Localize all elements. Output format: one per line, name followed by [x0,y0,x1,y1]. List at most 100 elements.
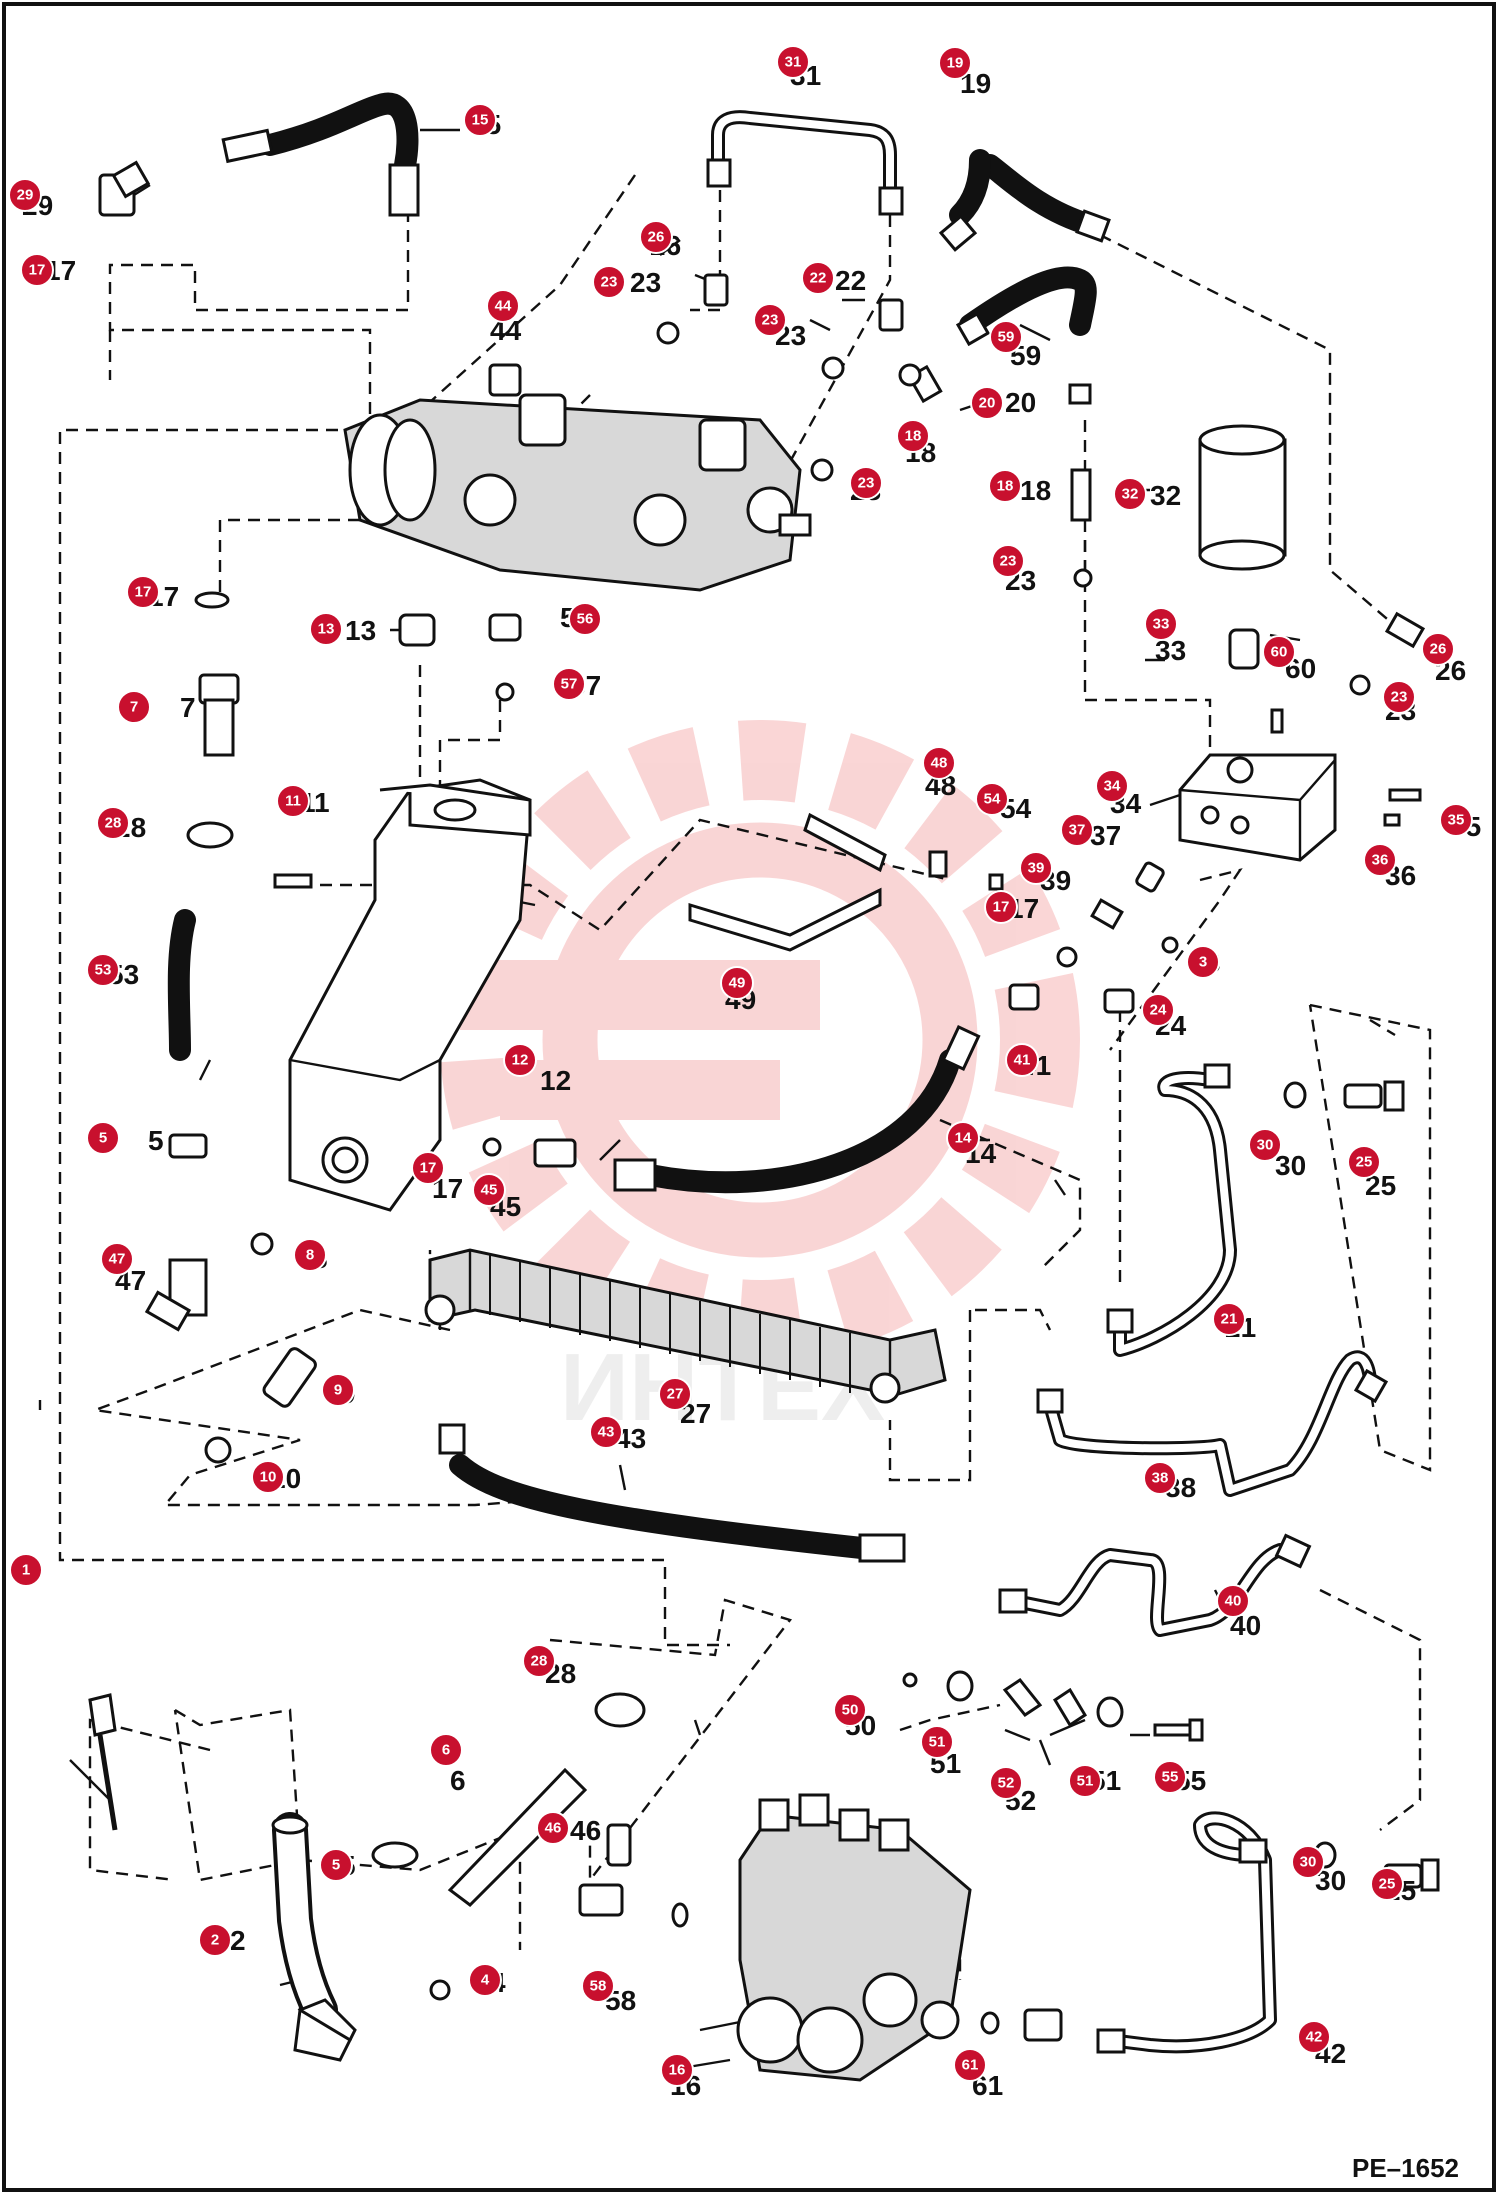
callout-badge-42[interactable]: 42 [1297,2020,1331,2054]
callout-badge-23[interactable]: 23 [849,466,883,500]
callout-badge-14[interactable]: 14 [946,1121,980,1155]
callout-badge-60[interactable]: 60 [1262,635,1296,669]
badge-circle [468,1963,502,1997]
callout-badge-36[interactable]: 36 [1363,843,1397,877]
callout-badge-30[interactable]: 30 [1248,1128,1282,1162]
callout-badge-37[interactable]: 37 [1060,813,1094,847]
callout-badge-13[interactable]: 13 [309,612,343,646]
callout-badge-17[interactable]: 17 [984,890,1018,924]
callout-badge-44[interactable]: 44 [486,289,520,323]
callout-badge-51[interactable]: 51 [1068,1764,1102,1798]
callout-badge-15[interactable]: 15 [463,103,497,137]
badge-label: 5 [99,1130,107,1147]
part-38-tube [1036,1350,1389,1497]
callout-badge-17[interactable]: 17 [411,1151,445,1185]
callout-badge-58[interactable]: 58 [581,1969,615,2003]
callout-badge-6[interactable]: 6 [429,1733,463,1767]
callout-badge-41[interactable]: 41 [1005,1043,1039,1077]
badge-circle [8,178,42,212]
callout-badge-38[interactable]: 38 [1143,1461,1177,1495]
callout-badge-3[interactable]: 3 [1186,945,1220,979]
badge-circle [1291,1845,1325,1879]
callout-badge-43[interactable]: 43 [589,1415,623,1449]
badge-label: 55 [1162,1769,1179,1786]
badge-label: 17 [420,1160,437,1177]
callout-badge-34[interactable]: 34 [1095,769,1129,803]
callout-badge-17[interactable]: 17 [20,253,54,287]
callout-badge-46[interactable]: 46 [536,1811,570,1845]
callout-badge-35[interactable]: 35 [1439,803,1473,837]
callout-badge-19[interactable]: 19 [938,46,972,80]
callout-badge-17[interactable]: 17 [126,575,160,609]
callout-badge-23[interactable]: 23 [592,265,626,299]
callout-badge-39[interactable]: 39 [1019,851,1053,885]
callout-badge-24[interactable]: 24 [1141,993,1175,1027]
callout-badge-29[interactable]: 29 [8,178,42,212]
badge-label: 44 [495,298,512,315]
callout-badge-51[interactable]: 51 [920,1725,954,1759]
callout-badge-45[interactable]: 45 [472,1173,506,1207]
callout-badge-23[interactable]: 23 [991,544,1025,578]
badge-circle [1153,1760,1187,1794]
badge-label: 23 [1391,689,1408,706]
badge-circle [1068,1764,1102,1798]
callout-badge-57[interactable]: 57 [552,667,586,701]
callout-badge-9[interactable]: 9 [321,1373,355,1407]
callout-badge-20[interactable]: 20 [970,386,1004,420]
callout-badge-28[interactable]: 28 [522,1644,556,1678]
callout-badge-54[interactable]: 54 [975,782,1009,816]
callout-badge-30[interactable]: 30 [1291,1845,1325,1879]
callout-badge-25[interactable]: 25 [1347,1145,1381,1179]
callout-badge-16[interactable]: 16 [660,2053,694,2087]
callout-badge-11[interactable]: 11 [276,784,310,818]
badge-circle [321,1373,355,1407]
callout-badge-5[interactable]: 5 [86,1121,120,1155]
callout-badge-12[interactable]: 12 [503,1043,537,1077]
callout-badge-56[interactable]: 56 [568,602,602,636]
callout-badge-47[interactable]: 47 [100,1242,134,1276]
badge-circle [1005,1043,1039,1077]
callout-badge-7[interactable]: 7 [117,690,151,724]
callout-badge-50[interactable]: 50 [833,1693,867,1727]
callout-badge-1[interactable]: 1 [9,1553,43,1587]
callout-badge-27[interactable]: 27 [658,1377,692,1411]
callout-badge-18[interactable]: 18 [896,419,930,453]
part-29-elbow [98,160,151,217]
callout-badge-53[interactable]: 53 [86,953,120,987]
callout-badge-55[interactable]: 55 [1153,1760,1187,1794]
callout-badge-4[interactable]: 4 [468,1963,502,1997]
callout-badge-49[interactable]: 49 [720,966,754,1000]
badge-circle [946,1121,980,1155]
callout-badge-18[interactable]: 18 [988,469,1022,503]
part-56-plug [488,613,522,702]
callout-badge-5[interactable]: 5 [319,1848,353,1882]
callout-badge-2[interactable]: 2 [198,1923,232,1957]
part-number-5: 5 [148,1125,164,1156]
dashed-leaders [38,170,1432,1980]
callout-badge-23[interactable]: 23 [1382,680,1416,714]
badge-label: 49 [729,975,746,992]
callout-badge-26[interactable]: 26 [639,220,673,254]
callout-badge-31[interactable]: 31 [776,45,810,79]
callout-badge-59[interactable]: 59 [989,320,1023,354]
badge-label: 50 [842,1702,859,1719]
callout-badge-25[interactable]: 25 [1370,1867,1404,1901]
callout-badge-40[interactable]: 40 [1216,1584,1250,1618]
callout-badge-22[interactable]: 22 [801,261,835,295]
callout-badge-48[interactable]: 48 [922,746,956,780]
callout-badge-28[interactable]: 28 [96,806,130,840]
callout-badge-61[interactable]: 61 [953,2048,987,2082]
callout-badge-52[interactable]: 52 [989,1766,1023,1800]
callout-badge-33[interactable]: 33 [1144,607,1178,641]
badge-circle [922,746,956,780]
part-13-breather [398,613,436,647]
badge-label: 45 [481,1182,498,1199]
callout-badge-10[interactable]: 10 [251,1460,285,1494]
callout-badge-8[interactable]: 8 [293,1238,327,1272]
callout-badge-26[interactable]: 26 [1421,632,1455,666]
callout-badge-32[interactable]: 32 [1113,477,1147,511]
badge-circle [1212,1302,1246,1336]
callout-badge-21[interactable]: 21 [1212,1302,1246,1336]
callout-badge-23[interactable]: 23 [753,303,787,337]
